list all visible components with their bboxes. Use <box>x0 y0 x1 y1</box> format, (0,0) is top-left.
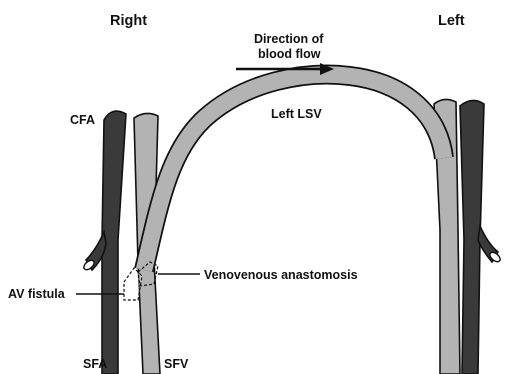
sfa-label: SFA <box>83 357 107 371</box>
lsv-graft-outline <box>144 75 444 270</box>
lsv-graft-fill <box>144 75 444 270</box>
cfa-label: CFA <box>70 113 95 127</box>
lsv-graft <box>144 75 444 270</box>
left-artery <box>460 100 502 374</box>
left-side-label: Left <box>438 13 465 29</box>
right-artery <box>82 111 126 374</box>
left-branch-end <box>488 250 502 263</box>
direction-label-line2: blood flow <box>258 47 321 61</box>
av-fistula-label: AV fistula <box>8 287 66 301</box>
right-branch-end <box>82 258 96 271</box>
direction-label-line1: Direction of <box>254 32 324 46</box>
left-lsv-label: Left LSV <box>271 107 322 121</box>
venovenous-anastomosis-label: Venovenous anastomosis <box>204 268 358 282</box>
sfv-label: SFV <box>164 357 189 371</box>
right-side-label: Right <box>110 13 147 29</box>
